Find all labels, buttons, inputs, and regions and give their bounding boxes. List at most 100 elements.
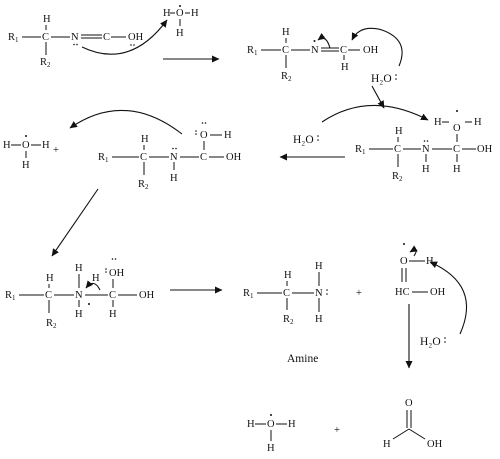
svg-text:N: N	[315, 288, 323, 299]
svg-text:H: H	[341, 62, 349, 73]
svg-text:H: H	[46, 273, 54, 284]
atom-carbon: C	[103, 32, 110, 43]
curved-arrow-final-deprotonation	[429, 261, 468, 335]
svg-text:H: H	[422, 164, 430, 175]
label-r2: R2	[138, 179, 149, 191]
svg-text:C: C	[282, 45, 289, 56]
svg-text:H₂O: H₂O	[371, 73, 392, 85]
svg-text:OH: OH	[430, 287, 446, 298]
label-r1: R1	[355, 144, 366, 156]
svg-text:C: C	[340, 45, 347, 56]
svg-text:HC: HC	[395, 287, 410, 298]
svg-text:H: H	[3, 140, 11, 151]
curved-arrow-pi-shift	[317, 33, 331, 49]
svg-text:H: H	[474, 117, 482, 128]
svg-text:H₂O: H₂O	[420, 336, 441, 348]
svg-text:H: H	[247, 419, 255, 430]
svg-text:H: H	[395, 126, 403, 137]
svg-text:H: H	[170, 173, 178, 184]
svg-text:O: O	[22, 140, 30, 151]
svg-text:C: C	[200, 152, 207, 163]
curved-arrow-proton-release	[69, 109, 183, 135]
molecule-hydronium-final: H O H H	[247, 414, 296, 454]
svg-text:O: O	[400, 256, 408, 267]
svg-text:N: N	[422, 144, 430, 155]
curved-arrow-cn-cleavage	[85, 280, 101, 291]
label-r1: R1	[247, 45, 258, 57]
svg-text:H: H	[383, 439, 391, 450]
svg-text:H: H	[42, 140, 50, 151]
svg-text:C: C	[453, 144, 460, 155]
svg-text:H: H	[426, 256, 434, 267]
plus-sign: +	[356, 288, 362, 299]
svg-text:OH: OH	[363, 45, 379, 56]
group-hydroxyl: OH	[128, 32, 144, 43]
label-r1: R1	[98, 152, 109, 164]
plus-sign-final: +	[334, 425, 340, 436]
atom-nitrogen: N	[71, 32, 79, 43]
atom-carbon: C	[42, 32, 49, 43]
svg-text:C: C	[109, 290, 116, 301]
label-r2: R2	[283, 314, 294, 326]
reaction-arrow-2	[371, 85, 385, 109]
molecule-formic-acid: O H OH	[383, 398, 443, 450]
svg-text:C: C	[394, 144, 401, 155]
svg-text:H: H	[22, 160, 30, 171]
svg-text:H: H	[267, 443, 275, 454]
label-r2: R2	[281, 71, 292, 83]
label-r1: R1	[5, 290, 16, 302]
svg-text:O: O	[405, 398, 413, 409]
svg-text:H: H	[434, 117, 442, 128]
svg-text:O: O	[200, 130, 208, 141]
svg-text:OH: OH	[226, 152, 242, 163]
svg-text:H: H	[163, 8, 171, 19]
svg-text:OH: OH	[477, 144, 493, 155]
atom-hydrogen: H	[43, 14, 51, 25]
curved-arrow-water-attack	[351, 27, 403, 67]
svg-text:H: H	[141, 134, 149, 145]
svg-text:H: H	[453, 164, 461, 175]
molecule-tetrahedral-intermediate: R1 C H R2 N H C OH O H	[98, 122, 242, 191]
label-r2: R2	[46, 318, 57, 330]
svg-text:H: H	[315, 314, 323, 325]
svg-text:H: H	[224, 130, 232, 141]
molecule-hydronium-byproduct: H O H + H	[3, 135, 59, 171]
molecule-oxonium-intermediate: R1 C H R2 N H C H OH O H H	[355, 110, 493, 183]
svg-text:H: H	[176, 28, 184, 39]
svg-text:OH: OH	[427, 439, 443, 450]
curved-arrow-protonation	[81, 19, 168, 55]
svg-text:N: N	[75, 290, 83, 301]
atom-oxygen: O	[176, 8, 184, 19]
svg-text:H: H	[284, 270, 292, 281]
svg-text:+: +	[53, 145, 59, 156]
svg-text:H: H	[92, 273, 100, 284]
label-r2: R2	[40, 57, 51, 69]
reaction-arrow-4	[51, 188, 99, 257]
svg-text:C: C	[45, 290, 52, 301]
molecule-start-imidic-acid: R1 C H R2 N C OH	[8, 14, 144, 69]
svg-text:OH: OH	[139, 290, 155, 301]
svg-text:H: H	[282, 27, 290, 38]
molecule-n-protonated-intermediate: R1 C H R2 N H H C OH OH H H	[5, 258, 155, 330]
svg-text:H: H	[75, 263, 83, 274]
amine-caption: Amine	[287, 353, 318, 365]
molecule-water-nucleophile: H₂O	[371, 73, 397, 85]
molecule-water-base: H₂O	[293, 134, 319, 146]
svg-text:H: H	[191, 8, 199, 19]
label-r1: R1	[8, 32, 19, 44]
svg-text:C: C	[283, 288, 290, 299]
svg-text:N: N	[311, 45, 319, 56]
svg-text:N: N	[170, 152, 178, 163]
svg-text:H: H	[75, 309, 83, 320]
svg-text:C: C	[140, 152, 147, 163]
molecule-protonated-formic-acid: O H HC OH	[395, 243, 446, 298]
label-r1: R1	[243, 288, 254, 300]
molecule-hydronium: H O H H	[163, 5, 199, 39]
molecule-protonated-imine: R1 C H R2 N C H OH	[247, 27, 379, 83]
svg-text:O: O	[267, 419, 275, 430]
svg-text:H: H	[288, 419, 296, 430]
molecule-amine-product: R1 C H R2 N H H	[243, 261, 328, 326]
svg-text:H: H	[109, 309, 117, 320]
svg-text:H₂O: H₂O	[293, 134, 314, 146]
